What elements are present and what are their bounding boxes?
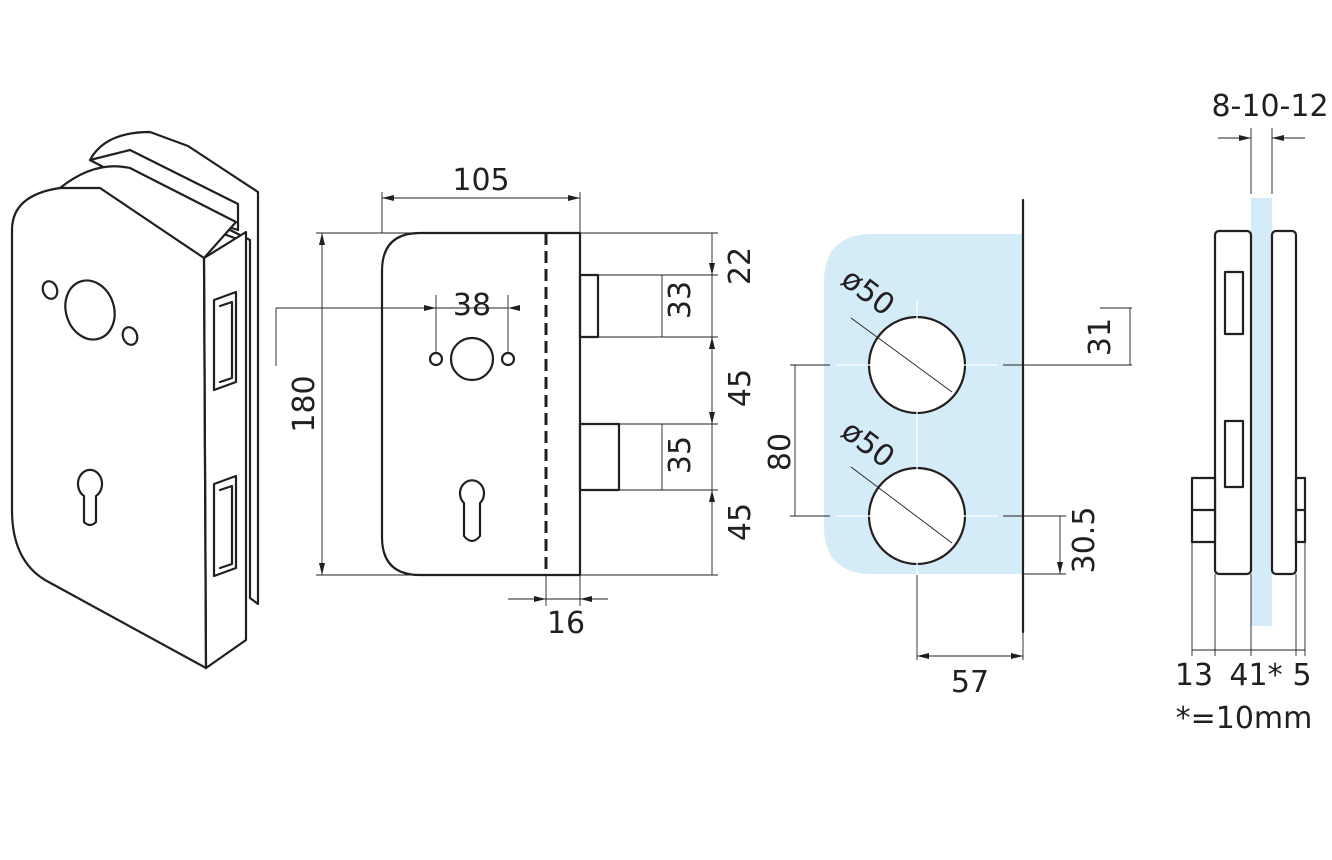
iso-keyhole <box>76 468 104 527</box>
front-spindle-hole <box>449 336 495 382</box>
front-dim-33: 33 <box>663 281 698 319</box>
side-dim-mid: 41* <box>1229 658 1282 693</box>
side-lock-body <box>1213 229 1253 576</box>
glass-cutout-view: ø50 ø50 80 31 30.5 57 <box>763 198 1132 700</box>
side-bolt-slot <box>1223 419 1245 489</box>
front-screw-hole <box>428 351 444 367</box>
iso-spindle-hole <box>64 279 116 341</box>
glass-bottom-offset-label: 30.5 <box>1067 507 1102 574</box>
front-view: 105 180 38 16 2 <box>275 163 758 641</box>
iso-top-cap <box>58 165 238 260</box>
front-dim-45-top: 45 <box>723 369 758 407</box>
iso-screw-hole <box>41 280 59 300</box>
side-cover-plate <box>1270 229 1298 576</box>
front-screw-hole <box>500 351 516 367</box>
glass-width-label: 57 <box>951 665 989 700</box>
front-edge-label: 16 <box>547 606 585 641</box>
front-latch <box>578 273 600 339</box>
iso-back-plate <box>88 130 260 606</box>
side-latch-slot <box>1223 270 1245 336</box>
iso-screw-hole <box>121 326 139 346</box>
front-height-label: 180 <box>287 375 322 432</box>
side-glass <box>1251 198 1272 626</box>
front-deadbolt <box>578 422 621 492</box>
side-dim-left: 13 <box>1175 658 1213 693</box>
glass-top-offset-label: 31 <box>1083 318 1118 356</box>
front-dim-45-bottom: 45 <box>723 503 758 541</box>
glass-hole-spacing-label: 80 <box>763 433 798 471</box>
front-keyhole <box>458 479 486 543</box>
front-dim-22: 22 <box>723 247 758 285</box>
iso-bolt-slot <box>212 474 238 578</box>
iso-latch-slot <box>212 290 238 392</box>
front-width-label: 105 <box>452 163 509 198</box>
isometric-view <box>10 130 260 670</box>
side-dim-right: 5 <box>1292 658 1311 693</box>
front-spindle-spacing-label: 38 <box>453 288 491 323</box>
side-footnote: *=10mm <box>1176 701 1313 736</box>
side-glass-thickness-label: 8-10-12 <box>1211 89 1328 124</box>
front-dim-35: 35 <box>663 436 698 474</box>
side-view: 8-10-12 13 41* 5 *=10mm <box>1175 89 1329 736</box>
